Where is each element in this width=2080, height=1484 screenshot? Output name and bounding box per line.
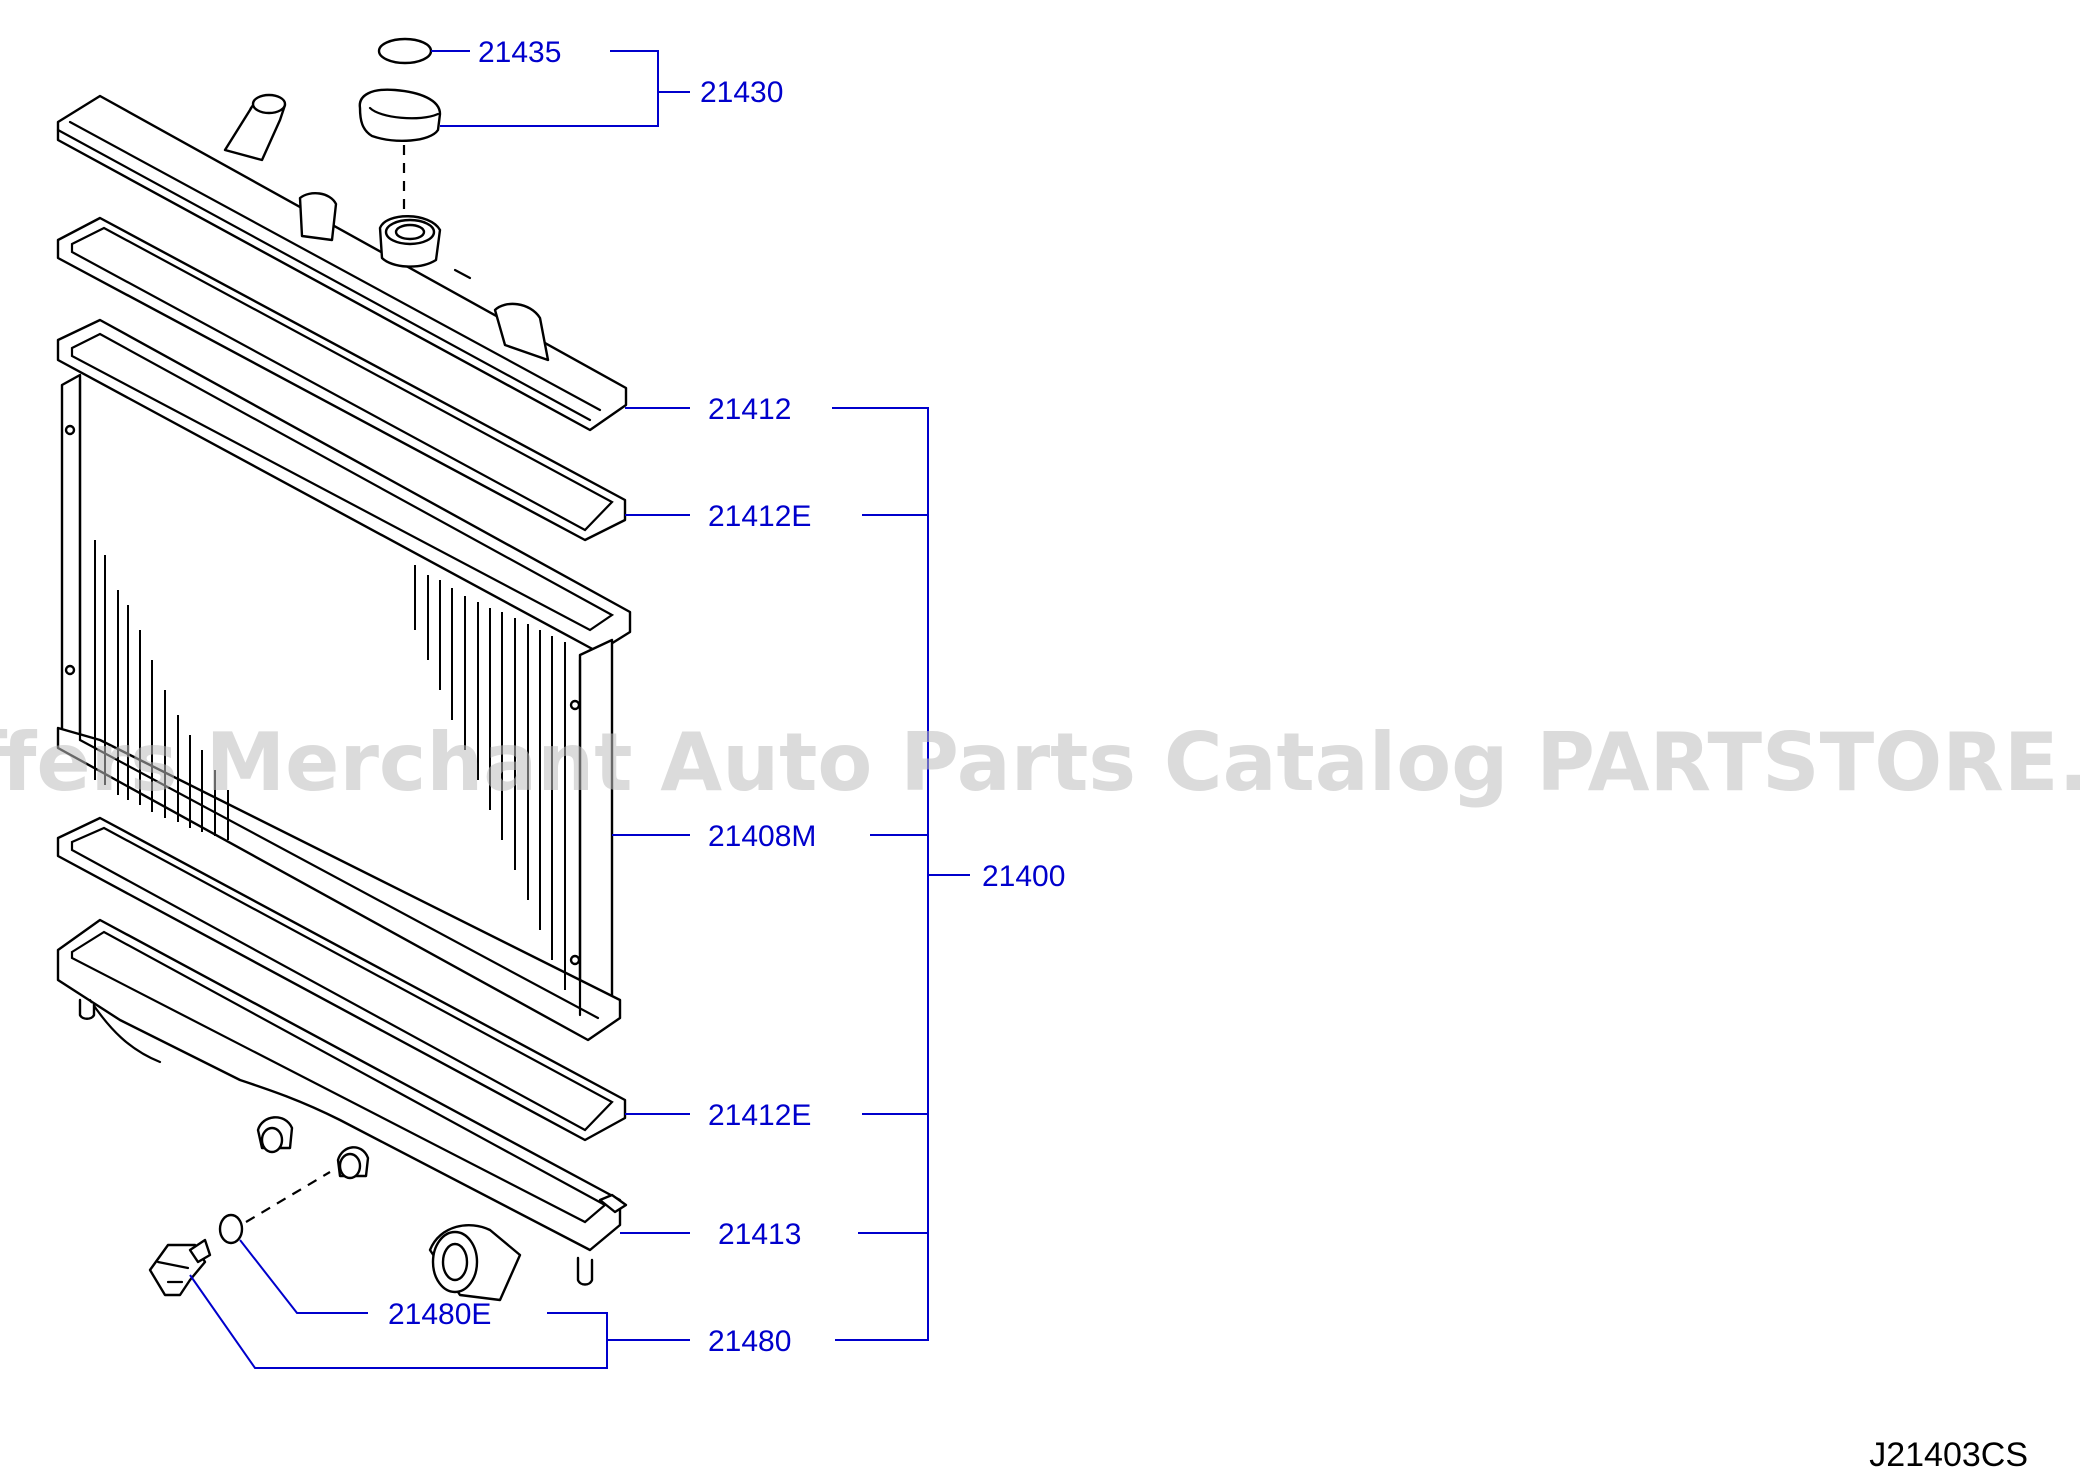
radiator-cap-21430 bbox=[358, 88, 442, 142]
label-21408M[interactable]: 21408M bbox=[708, 820, 816, 853]
leader-lines bbox=[189, 50, 970, 1369]
label-21400[interactable]: 21400 bbox=[982, 860, 1065, 893]
watermark: Offers Merchant Auto Parts Catalog PARTS… bbox=[0, 716, 2080, 809]
label-21412E-bottom[interactable]: 21412E bbox=[708, 1099, 811, 1132]
label-21435[interactable]: 21435 bbox=[478, 36, 561, 69]
label-21412E-top[interactable]: 21412E bbox=[708, 500, 811, 533]
lower-tank-21413 bbox=[56, 918, 628, 1302]
drain-seal-21480E bbox=[218, 1213, 244, 1245]
label-21412[interactable]: 21412 bbox=[708, 393, 791, 426]
radiator-core-21408M bbox=[56, 318, 632, 1042]
upper-gasket-21412E bbox=[56, 216, 627, 542]
upper-tank-21412 bbox=[56, 93, 628, 432]
drain-dash-line bbox=[245, 1171, 331, 1223]
cap-seal-21435 bbox=[377, 37, 433, 65]
part-labels: 21435 21430 21412 21412E 21408M 21400 21… bbox=[388, 36, 1065, 1358]
parts-illustration bbox=[56, 37, 632, 1302]
drain-cock-21480 bbox=[148, 1238, 212, 1297]
label-21480[interactable]: 21480 bbox=[708, 1325, 791, 1358]
label-21430[interactable]: 21430 bbox=[700, 76, 783, 109]
label-21480E[interactable]: 21480E bbox=[388, 1298, 491, 1331]
diagram-code: J21403CS bbox=[1869, 1436, 2028, 1474]
core-fins bbox=[94, 540, 566, 990]
lower-gasket-21412E bbox=[56, 816, 627, 1142]
label-21413[interactable]: 21413 bbox=[718, 1218, 801, 1251]
